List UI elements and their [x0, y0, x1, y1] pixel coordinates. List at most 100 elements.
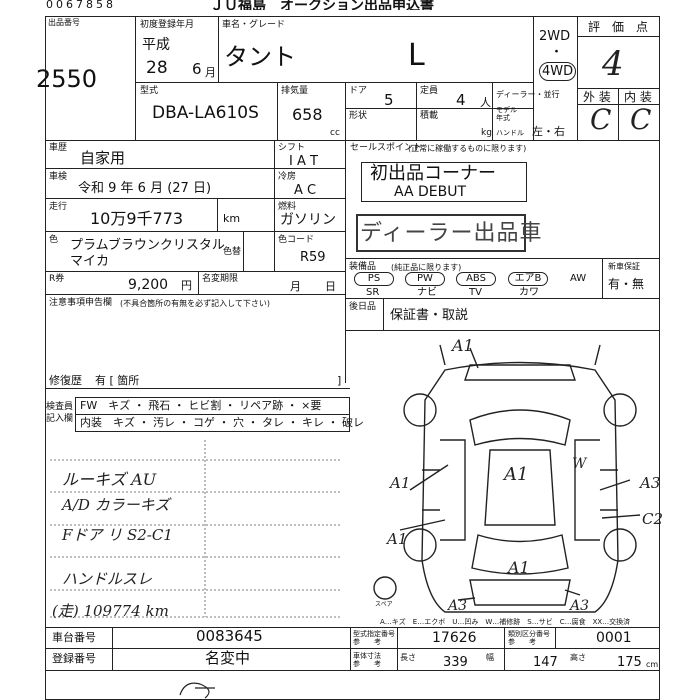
hand-note-3: Fドア リ S2-C1: [62, 526, 173, 544]
dims-unit: cm: [646, 660, 659, 669]
car-grade: L: [408, 38, 425, 73]
lot-number: 2550: [36, 65, 98, 93]
sales-label: セールスポイント: [350, 143, 423, 153]
inspection-value: 令和 9 年 6 月 (27 日): [78, 181, 212, 196]
cooler-value: A C: [294, 183, 317, 198]
equip-label: 装備品: [349, 262, 377, 272]
spare-label: スペア: [375, 601, 393, 608]
type-no-value: 17626: [432, 630, 477, 646]
class-no-value: 0001: [596, 630, 632, 646]
shift-label: シフト: [278, 143, 306, 153]
new-car-warranty-label: 新車保証: [608, 262, 640, 271]
equip-sr: SR: [366, 287, 380, 298]
equip-aw: AW: [570, 273, 587, 284]
equip-navi: ナビ: [417, 287, 437, 298]
length-label: 長さ: [400, 653, 416, 662]
equip-sub: (純正品に限ります): [391, 263, 462, 272]
color-code-value: R59: [300, 250, 326, 265]
type-no-label: 型式指定番号 参 考: [353, 630, 395, 646]
dealer-label: ディーラー・並行: [496, 90, 560, 99]
door-label: ドア: [349, 86, 368, 96]
engine-unit: cc: [330, 128, 340, 138]
engine-value: 658: [292, 105, 323, 124]
equip-airbag: エアB: [508, 272, 548, 286]
inspector-label-1: 検査員: [46, 402, 74, 412]
engine-label: 排気量: [281, 86, 309, 96]
fuel-value: ガソリン: [280, 212, 336, 228]
damage-mark: A1: [504, 464, 529, 485]
repair-label: 修復歴: [49, 374, 82, 387]
handle-label: ハンドル: [496, 129, 524, 137]
plate-label: 登録番号: [52, 652, 96, 665]
reg-label: 初度登録年月: [140, 20, 195, 30]
equip-leather: カワ: [519, 287, 539, 298]
equip-ps: PS: [354, 272, 394, 286]
transfer-label: 名変期限: [202, 274, 239, 284]
frame-value: 0083645: [196, 627, 263, 645]
notes-sub: (不具合箇所の有無を必ず記入して下さい): [120, 299, 271, 308]
width-value: 147: [533, 655, 558, 670]
new-car-warranty-value: 有・無: [608, 277, 645, 291]
recycle-value: 9,200: [128, 277, 169, 293]
sales-stamp-box: [361, 162, 527, 202]
document-number: 0067858: [46, 0, 116, 11]
class-no-label: 類別区分番号 参 考: [508, 630, 550, 646]
handle-value: 左・右: [532, 125, 565, 138]
reg-year: 28: [146, 58, 168, 78]
length-value: 339: [443, 655, 468, 670]
transfer-month: 月: [290, 280, 301, 293]
dealer-stamp-text: ディーラー出品車: [360, 221, 543, 246]
height-value: 175: [617, 655, 642, 670]
damage-mark: A1: [452, 336, 474, 355]
recycle-label: R券: [49, 274, 65, 284]
docs-label: 後日品: [349, 302, 377, 312]
hand-note-4: ハンドルスレ: [62, 570, 153, 588]
seats-label: 定員: [420, 86, 439, 96]
reg-era: 平成: [142, 37, 170, 53]
sales-line2: AA DEBUT: [394, 184, 467, 200]
color-change-label: 色替: [223, 247, 242, 257]
mileage-value: 10万9千773: [90, 209, 184, 228]
car-name: タント: [224, 43, 296, 71]
transfer-day: 日: [325, 280, 336, 293]
dealer-stamp: [356, 214, 526, 252]
color-value-1: プラムブラウンクリスタル: [70, 238, 225, 253]
dims-label: 車体寸法 参 考: [353, 652, 381, 668]
plate-value: 名変中: [205, 649, 251, 667]
document-title: ＪＵ福島 オークション出品申込書: [210, 0, 434, 10]
history-value: 自家用: [80, 149, 126, 167]
drive-4wd: 4WD: [539, 62, 577, 81]
mileage-label: 走行: [49, 202, 68, 212]
shape-label: 形状: [349, 111, 368, 121]
grade-score: 4: [602, 44, 624, 84]
grade-ext-label: 外 装: [583, 90, 611, 104]
docs-value: 保証書・取説: [390, 308, 469, 323]
damage-mark: A1: [508, 558, 530, 577]
color-label: 色: [49, 235, 59, 245]
inspector-row2: 内装 キズ ・ 汚レ ・ コゲ ・ 穴 ・ タレ ・ キレ ・ 破レ: [80, 416, 364, 429]
load-label: 積載: [420, 111, 439, 121]
frame-label: 車台番号: [52, 631, 96, 644]
drive-dot: ・: [550, 45, 564, 60]
seats-unit: 人: [480, 96, 491, 109]
load-unit: kg: [481, 128, 492, 138]
grade-int-label: 内 装: [624, 90, 652, 104]
grade-ext-score: C: [590, 103, 612, 136]
damage-legend: A…キズ E…エクボ U…凹み W…補修跡 S…サビ C…腐食 XX…交換済: [380, 618, 631, 626]
lot-label: 出品番号: [48, 18, 80, 27]
reg-month: 6: [192, 60, 202, 78]
mileage-unit: km: [223, 212, 241, 225]
inspector-row1: FW キズ ・ 飛石 ・ ヒビ割 ・ リペア跡 ・ ×要: [80, 399, 322, 412]
dealer-model-year: モデル 年式: [496, 106, 517, 122]
hand-note-2: A/D カラーキズ: [62, 496, 170, 514]
model-value: DBA-LA610S: [152, 103, 259, 123]
damage-mark: A1: [390, 474, 411, 492]
sales-line1: 初出品コーナー: [370, 163, 496, 184]
hand-note-1: ルーキズ AU: [62, 470, 157, 489]
equip-tv: TV: [469, 287, 482, 298]
damage-mark: A1: [387, 530, 408, 548]
hand-note-5: (走) 109774 km: [52, 602, 169, 620]
